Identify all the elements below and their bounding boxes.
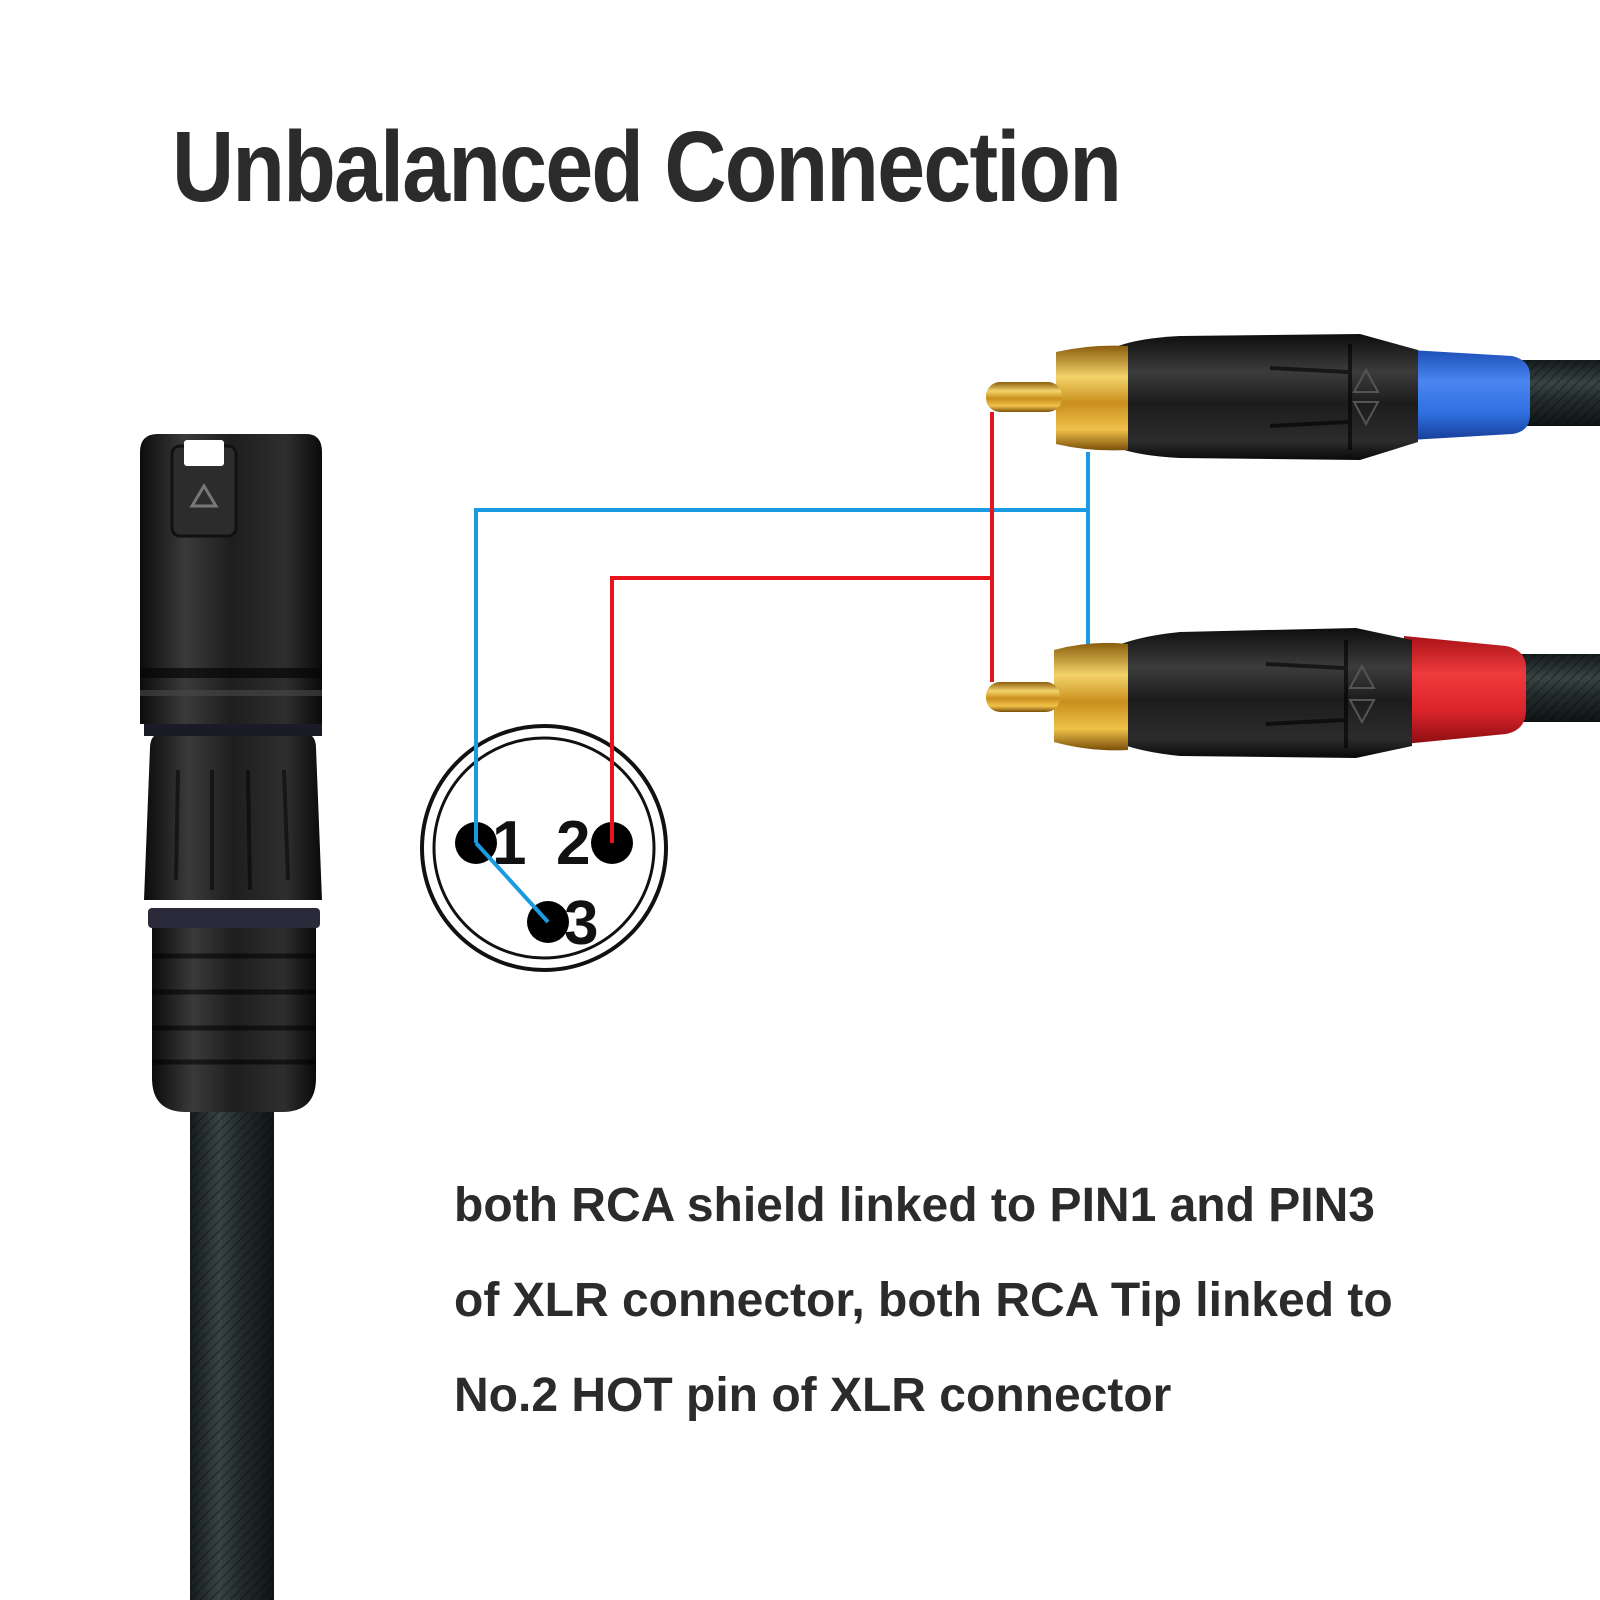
tip-wiring xyxy=(610,412,994,843)
shield-wiring xyxy=(474,452,1090,924)
rca-lower-color-ring xyxy=(1404,636,1526,744)
wiring-description: both RCA shield linked to PIN1 and PIN3 … xyxy=(454,1158,1574,1443)
rca-plug-red xyxy=(986,628,1600,758)
rca-lower-body xyxy=(1116,628,1412,758)
rca-upper-color-ring xyxy=(1410,350,1530,440)
pinout-inner-ring xyxy=(432,736,656,960)
description-line-2: of XLR connector, both RCA Tip linked to xyxy=(454,1274,1393,1327)
description-line-3: No.2 HOT pin of XLR connector xyxy=(454,1369,1172,1422)
rca-upper-gold-sleeve xyxy=(1056,345,1128,451)
pinout-outer-ring xyxy=(420,724,668,972)
xlr-triangle-icon xyxy=(189,483,219,508)
xlr-pinout: 1 2 3 xyxy=(420,724,668,972)
pin-3-label: 3 xyxy=(564,889,598,958)
description-line-1: both RCA shield linked to PIN1 and PIN3 xyxy=(454,1179,1375,1232)
rca-upper-body xyxy=(1118,334,1418,460)
page-title: Unbalanced Connection xyxy=(172,111,1122,223)
xlr-male-connector xyxy=(140,434,322,1600)
pin-2-label: 2 xyxy=(556,809,590,878)
xlr-grip-ring xyxy=(144,732,322,900)
rca-lower-gold-sleeve xyxy=(1054,642,1128,751)
xlr-strain-relief xyxy=(152,918,316,1112)
rca-upper-gold-pin xyxy=(986,382,1062,412)
rca-lower-gold-pin xyxy=(986,682,1060,712)
rca-plug-blue xyxy=(986,334,1600,460)
